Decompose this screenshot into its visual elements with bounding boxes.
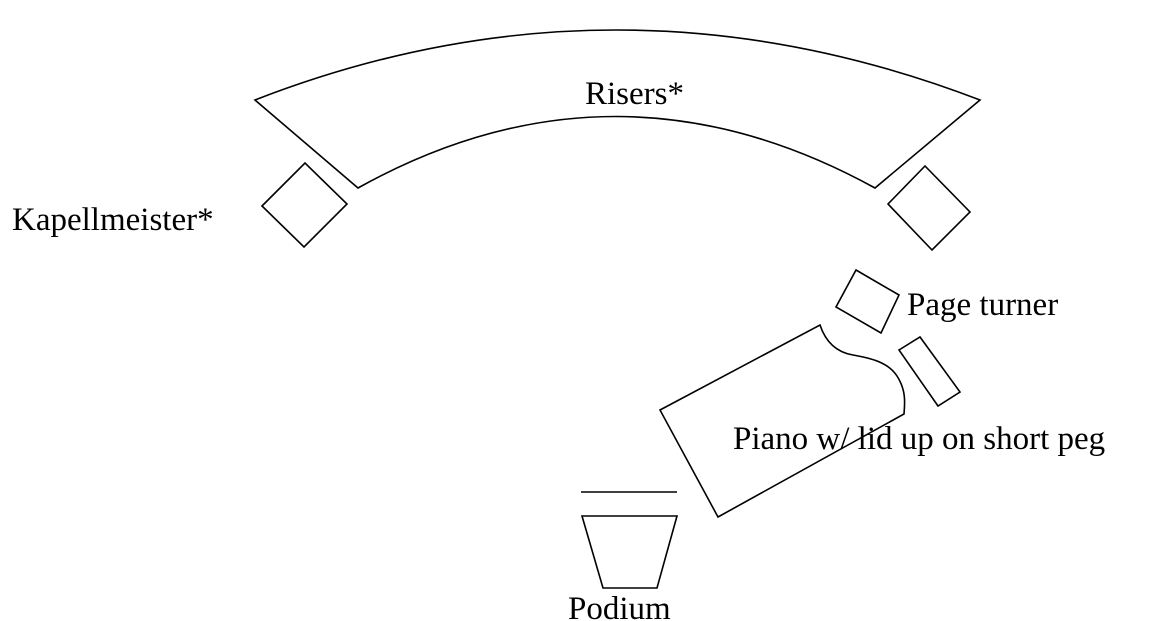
page-turner-label: Page turner (907, 287, 1058, 323)
risers-label: Risers* (585, 76, 684, 112)
piano-shape (658, 323, 906, 519)
kapellmeister-chair: Kapellmeister* (12, 161, 349, 249)
podium: Podium (568, 491, 679, 621)
page-turner-chair-shape (834, 268, 901, 335)
piano: Piano w/ lid up on short peg (658, 323, 1105, 519)
podium-label: Podium (568, 591, 671, 621)
right-chair-shape (886, 164, 972, 252)
piano-bench-shape (897, 335, 962, 408)
piano-label: Piano w/ lid up on short peg (733, 421, 1105, 457)
kapellmeister-label: Kapellmeister* (12, 202, 214, 238)
risers: Risers* (253, 29, 982, 189)
page-turner-chair: Page turner (834, 268, 1058, 335)
risers-shape (253, 29, 982, 189)
podium-shape (580, 515, 679, 589)
kapellmeister-chair-shape (260, 161, 349, 249)
